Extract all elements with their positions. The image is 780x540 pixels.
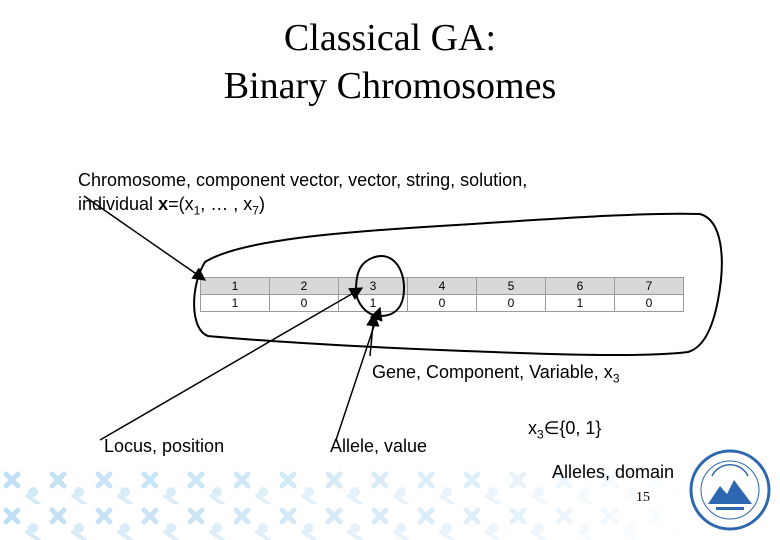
domain-subscript: 3 (537, 427, 544, 442)
locus-arrow (99, 287, 364, 441)
university-seal-logo (689, 449, 771, 531)
allele-label: Allele, value (330, 436, 428, 456)
locus-index-cell: 7 (614, 277, 684, 295)
allele-arrow (335, 306, 383, 441)
slide-title: Classical GA: Binary Chromosomes (0, 14, 780, 110)
gene-label-subscript: 3 (612, 371, 620, 386)
allele-value-cell: 0 (614, 294, 684, 312)
page-number: 15 (636, 490, 650, 505)
definition-line-2: individual x=(x1, … , x7) (78, 192, 527, 223)
alleles-domain-label: Alleles, domain (552, 462, 675, 482)
decorative-pattern (0, 470, 690, 540)
domain-variable: x (528, 418, 537, 438)
gene-circle (354, 255, 406, 318)
vector-open: =(x (168, 194, 194, 214)
allele-value-cell: 0 (476, 294, 546, 312)
definition-prefix: individual (78, 194, 159, 214)
allele-value-cell: 1 (200, 294, 270, 312)
locus-index-cell: 6 (545, 277, 615, 295)
definition-line-1: Chromosome, component vector, vector, st… (78, 170, 528, 190)
gene-label-text: Gene, Component, Variable, x (372, 362, 613, 382)
chromosome-outline-loop (193, 212, 723, 357)
allele-value-cell: 1 (545, 294, 615, 312)
subscript-first: 1 (193, 203, 201, 218)
title-line-1: Classical GA: (283, 17, 497, 59)
gene-label: Gene, Component, Variable, x3 (372, 362, 620, 386)
locus-label: Locus, position (104, 436, 225, 456)
allele-value-row: 1 0 1 0 0 1 0 (200, 294, 684, 312)
vector-symbol: x (158, 194, 169, 214)
domain-set: ∈{0, 1} (543, 418, 602, 438)
vector-ellipsis: , … , x (200, 194, 253, 214)
title-line-2: Binary Chromosomes (223, 65, 557, 107)
chromosome-definition: Chromosome, component vector, vector, st… (78, 168, 527, 223)
allele-value-cell: 0 (407, 294, 477, 312)
chromosome-arrow (83, 195, 207, 281)
allele-value-cell: 0 (269, 294, 339, 312)
locus-index-cell: 4 (407, 277, 477, 295)
domain-expression: x3∈{0, 1} (528, 418, 601, 442)
subscript-last: 7 (252, 203, 259, 218)
vector-close: ) (258, 194, 265, 214)
